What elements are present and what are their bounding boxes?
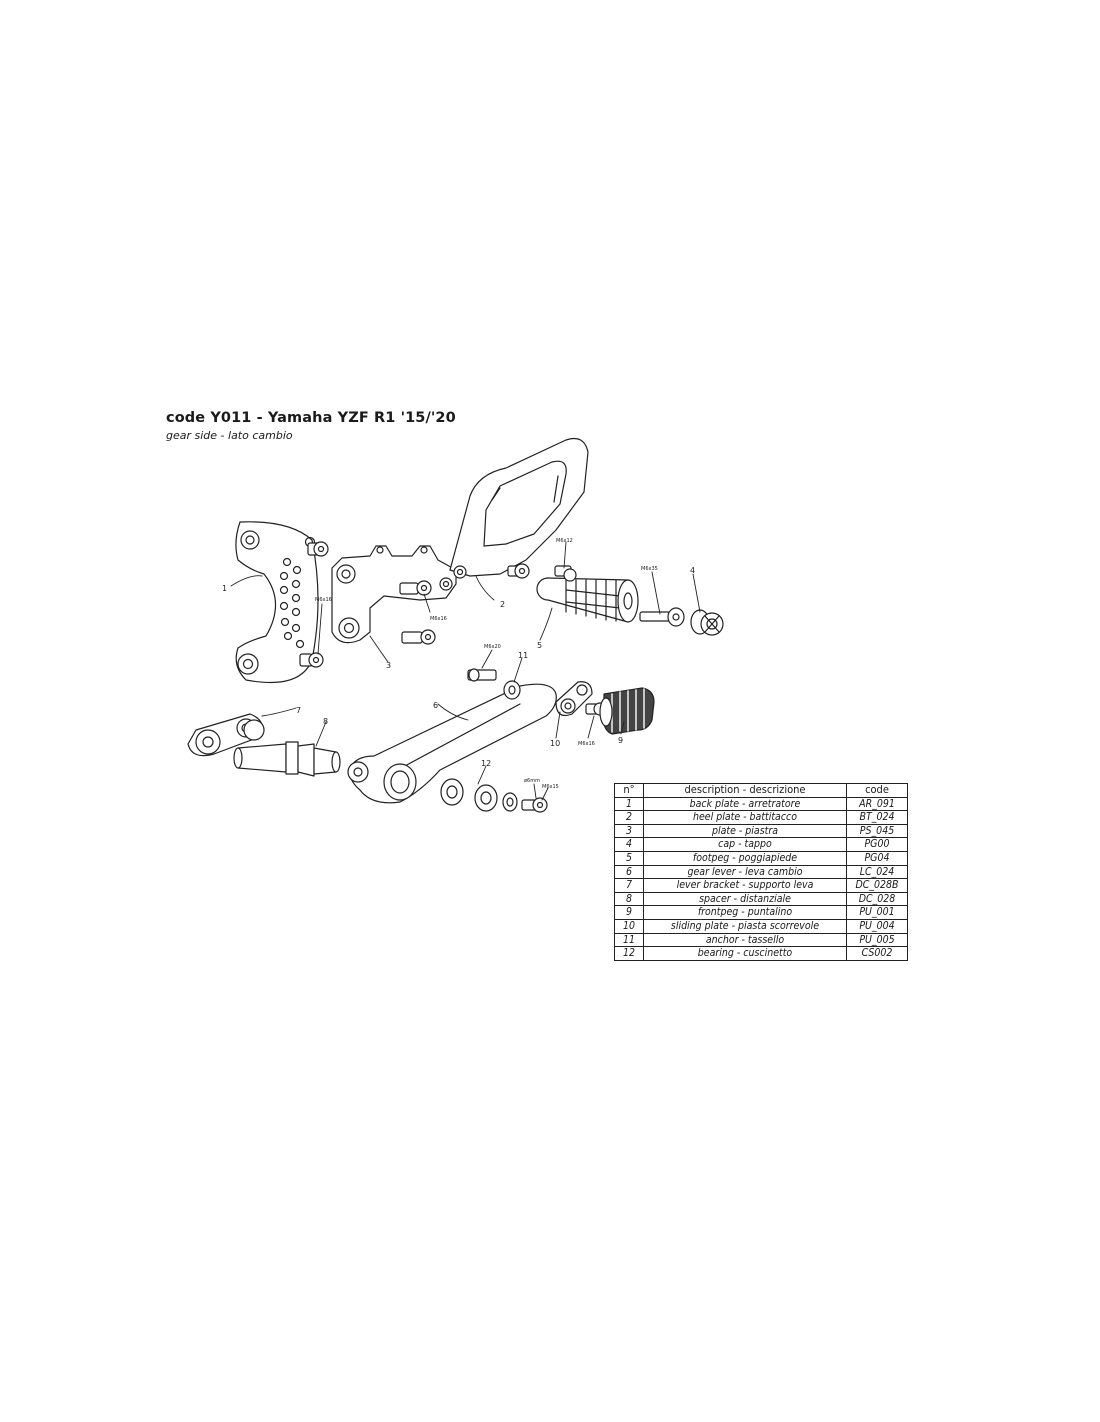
- part-description-cell: frontpeg - puntalino: [643, 905, 847, 920]
- part-number-cell: 12: [614, 946, 644, 961]
- callout-9: 9: [618, 736, 623, 745]
- callout-6: 6: [433, 701, 438, 710]
- part-code-cell: CS002: [846, 946, 908, 961]
- part-number-cell: 9: [614, 905, 644, 920]
- callout-5: 5: [537, 641, 542, 650]
- callout-2: 2: [500, 600, 505, 609]
- callout-1: 1: [222, 584, 227, 593]
- lever-bracket-part: [187, 713, 265, 757]
- part-description-cell: footpeg - poggiapiede: [643, 850, 847, 866]
- part-description-cell: gear lever - leva cambio: [643, 864, 847, 880]
- callout-8: 8: [323, 717, 328, 726]
- part-code-cell: PG00: [846, 837, 908, 852]
- back-plate-part: [235, 521, 319, 684]
- diagram-title: code Y011 - Yamaha YZF R1 '15/'20: [166, 410, 456, 426]
- part-description-cell: plate - piastra: [643, 823, 847, 839]
- screw-m6x16-upper: [307, 541, 329, 557]
- callout-3: 3: [386, 661, 391, 670]
- part-description-cell: anchor - tassello: [643, 932, 847, 948]
- part-code-cell: PU_005: [846, 932, 908, 948]
- part-code-cell: PU_004: [846, 918, 908, 934]
- label-m6x12: M6x12: [556, 538, 573, 544]
- plate-part: [331, 545, 457, 644]
- label-m6x16-a: M6x16: [315, 597, 332, 603]
- frontpeg-part: [599, 687, 655, 735]
- callout-7: 7: [296, 706, 301, 715]
- cap-part: [690, 609, 724, 636]
- label-m6x20: M6x20: [484, 644, 501, 650]
- part-description-cell: cap - tappo: [643, 837, 847, 852]
- part-code-cell: BT_024: [846, 810, 908, 825]
- callout-4: 4: [690, 566, 695, 575]
- spacer-part: [233, 741, 341, 777]
- callout-numbers: 1 2 3 4 5 6 7 8 9 10 11 12: [222, 566, 695, 768]
- sliding-plate-part: [555, 681, 593, 717]
- bearing-part: [440, 778, 548, 813]
- screw-m6x16-middle: [399, 580, 432, 596]
- label-6mm: ø6mm: [524, 778, 540, 784]
- column-header-code: code: [846, 783, 908, 798]
- column-header-description: description - descrizione: [643, 783, 847, 798]
- screw-m6x35: [554, 565, 685, 627]
- part-code-cell: AR_091: [846, 796, 908, 812]
- footpeg-part: [536, 577, 639, 623]
- label-m6x15: M6x15: [542, 784, 559, 790]
- diagram-subtitle: gear side - lato cambio: [166, 429, 293, 442]
- part-description-cell: back plate - arretratore: [643, 796, 847, 812]
- part-number-cell: 2: [614, 810, 644, 825]
- part-number-cell: 11: [614, 932, 644, 948]
- screw-m6x16-bottom: [401, 629, 436, 645]
- screw-m6x16-lower: [299, 652, 324, 668]
- part-number-cell: 5: [614, 850, 644, 866]
- anchor-part: [467, 668, 521, 700]
- callout-12: 12: [481, 759, 491, 768]
- part-description-cell: heel plate - battitacco: [643, 810, 847, 825]
- part-code-cell: PG04: [846, 850, 908, 866]
- part-number-cell: 10: [614, 918, 644, 934]
- part-description-cell: bearing - cuscinetto: [643, 946, 847, 961]
- part-number-cell: 1: [614, 796, 644, 812]
- part-code-cell: LC_024: [846, 864, 908, 880]
- part-number-cell: 8: [614, 891, 644, 907]
- part-code-cell: PU_001: [846, 905, 908, 920]
- part-code-cell: DC_028B: [846, 878, 908, 893]
- part-description-cell: sliding plate - piasta scorrevole: [643, 918, 847, 934]
- table-header-row: n° description - descrizione code: [614, 783, 908, 798]
- callout-10: 10: [550, 739, 560, 748]
- gear-lever-part: [347, 683, 557, 804]
- part-number-cell: 3: [614, 823, 644, 839]
- part-description-cell: spacer - distanziale: [643, 891, 847, 907]
- column-header-number: n°: [614, 783, 644, 798]
- part-number-cell: 7: [614, 878, 644, 893]
- callout-leader-lines: [230, 541, 701, 801]
- screw-m6x12: [507, 563, 530, 579]
- part-number-cell: 6: [614, 864, 644, 880]
- part-code-cell: DC_028: [846, 891, 908, 907]
- part-description-cell: lever bracket - supporto leva: [643, 878, 847, 893]
- heel-plate-part: [449, 437, 589, 579]
- callout-11: 11: [518, 651, 528, 660]
- label-m6x35: M6x35: [641, 566, 658, 572]
- label-m6x16-c: M6x16: [578, 741, 595, 747]
- part-number-cell: 4: [614, 837, 644, 852]
- label-m6x16-b: M6x16: [430, 616, 447, 622]
- part-code-cell: PS_045: [846, 823, 908, 839]
- screw-size-labels: M6x16 M6x16 M6x12 M6x35 M6x20 M6x16 M6x1…: [315, 538, 658, 790]
